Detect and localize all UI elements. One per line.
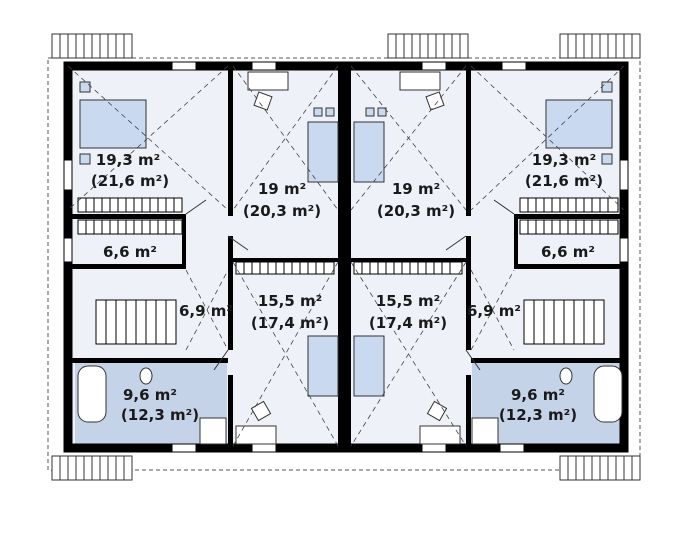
door-icon: [185, 199, 515, 371]
bed-icon: [79, 99, 613, 397]
desk-chair-icon: [235, 71, 461, 445]
room-area-alt-label: (21,6 m²): [91, 172, 169, 190]
room-area-label: 19 m²: [392, 180, 440, 198]
room-area-label: 19 m²: [258, 180, 306, 198]
room-area-label: 15,5 m²: [258, 292, 322, 310]
room-area-alt-label: (17,4 m²): [369, 314, 447, 332]
pillow-icon: [79, 81, 613, 165]
roof-hatch-lines: [59, 34, 633, 480]
window-icon: [63, 61, 629, 453]
wardrobe-hatch: [85, 198, 609, 274]
room-area-label: 15,5 m²: [376, 292, 440, 310]
roof-ridge-lines: [67, 65, 625, 447]
bathtub-icon: [77, 365, 623, 423]
toilet-icon: [139, 367, 573, 385]
room-area-label: 9,6 m²: [511, 386, 565, 404]
room-area-label: 6,9 m²: [467, 302, 521, 320]
room-area-alt-label: (17,4 m²): [251, 314, 329, 332]
party-wall: [338, 66, 351, 448]
shower-icon: [199, 417, 499, 445]
interior-walls-left: [68, 66, 338, 448]
staircase-steps: [105, 300, 595, 344]
room-area-alt-label: (12,3 m²): [121, 406, 199, 424]
room-area-alt-label: (12,3 m²): [499, 406, 577, 424]
room-area-label: 19,3 m²: [532, 151, 596, 169]
room-area-alt-label: (21,6 m²): [525, 172, 603, 190]
interior-walls-right: [351, 66, 624, 448]
room-area-alt-label: (20,3 m²): [377, 202, 455, 220]
room-area-label: 6,6 m²: [541, 243, 595, 261]
room-area-alt-label: (20,3 m²): [243, 202, 321, 220]
room-area-label: 19,3 m²: [96, 151, 160, 169]
room-area-label: 6,6 m²: [103, 243, 157, 261]
room-area-label: 9,6 m²: [123, 386, 177, 404]
room-area-label: 6,9 m²: [179, 302, 233, 320]
